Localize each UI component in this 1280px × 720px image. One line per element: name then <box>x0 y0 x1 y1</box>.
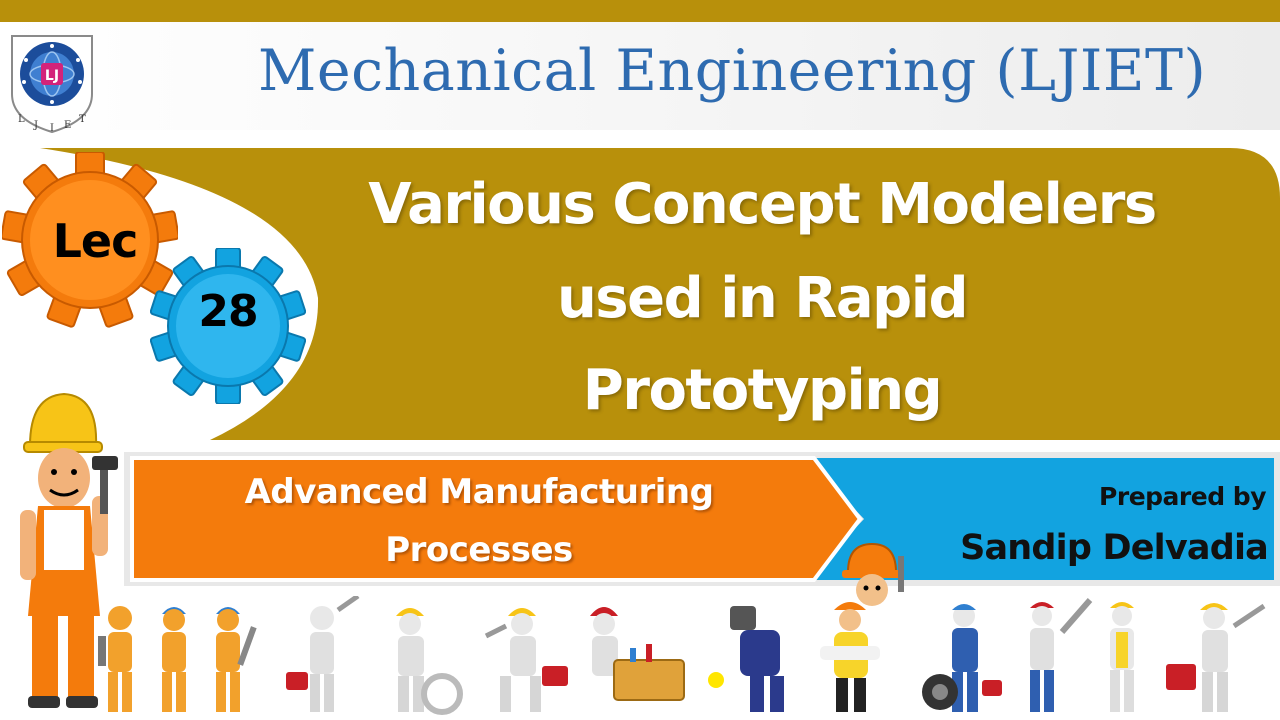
worker-figure-icon <box>396 608 463 715</box>
worker-figure-icon <box>708 606 784 712</box>
top-strip <box>0 0 1280 22</box>
header-bar <box>0 22 1280 130</box>
subject-line-2: Processes <box>385 530 573 570</box>
worker-figure-icon <box>820 602 880 712</box>
svg-text:LJ: LJ <box>45 68 59 84</box>
subject-line-1: Advanced Manufacturing <box>244 472 714 512</box>
workers-strip <box>98 596 1266 715</box>
worker-figure-icon <box>484 608 568 712</box>
prepared-by-label: Prepared by <box>1099 482 1266 511</box>
page-title: Mechanical Engineering (LJIET) <box>258 38 1207 104</box>
worker-figure-icon <box>1030 598 1093 712</box>
worker-figure-icon <box>1166 603 1266 712</box>
subject-arrows <box>130 456 1274 582</box>
worker-figure-icon <box>1110 602 1134 712</box>
title-line-2: used in Rapid <box>556 266 969 331</box>
logo-letter-l: L <box>18 114 25 125</box>
worker-figure-icon <box>286 596 360 712</box>
worker-figure-icon <box>162 607 186 712</box>
gear-icon <box>150 248 306 404</box>
logo-letter-i: I <box>50 123 54 134</box>
logo-letter-e: E <box>64 120 71 131</box>
title-line-1: Various Concept Modelers <box>368 172 1157 237</box>
lecture-label: Lec <box>52 214 139 268</box>
logo-letter-t: T <box>79 114 86 125</box>
worker-figure-icon <box>216 607 257 712</box>
lecture-number: 28 <box>198 286 258 337</box>
logo-letter-j: J <box>33 120 38 131</box>
worker-figure-icon <box>590 607 685 701</box>
worker-figure-icon <box>842 542 904 606</box>
engineer-mascot-icon <box>20 392 118 708</box>
gear-icon <box>2 152 178 328</box>
ljiet-logo-icon: LJ L J I E T <box>11 35 93 134</box>
worker-figure-icon <box>922 604 1002 712</box>
title-line-3: Prototyping <box>582 358 943 423</box>
worker-figure-icon <box>98 606 132 712</box>
author-name: Sandip Delvadia <box>960 528 1269 568</box>
